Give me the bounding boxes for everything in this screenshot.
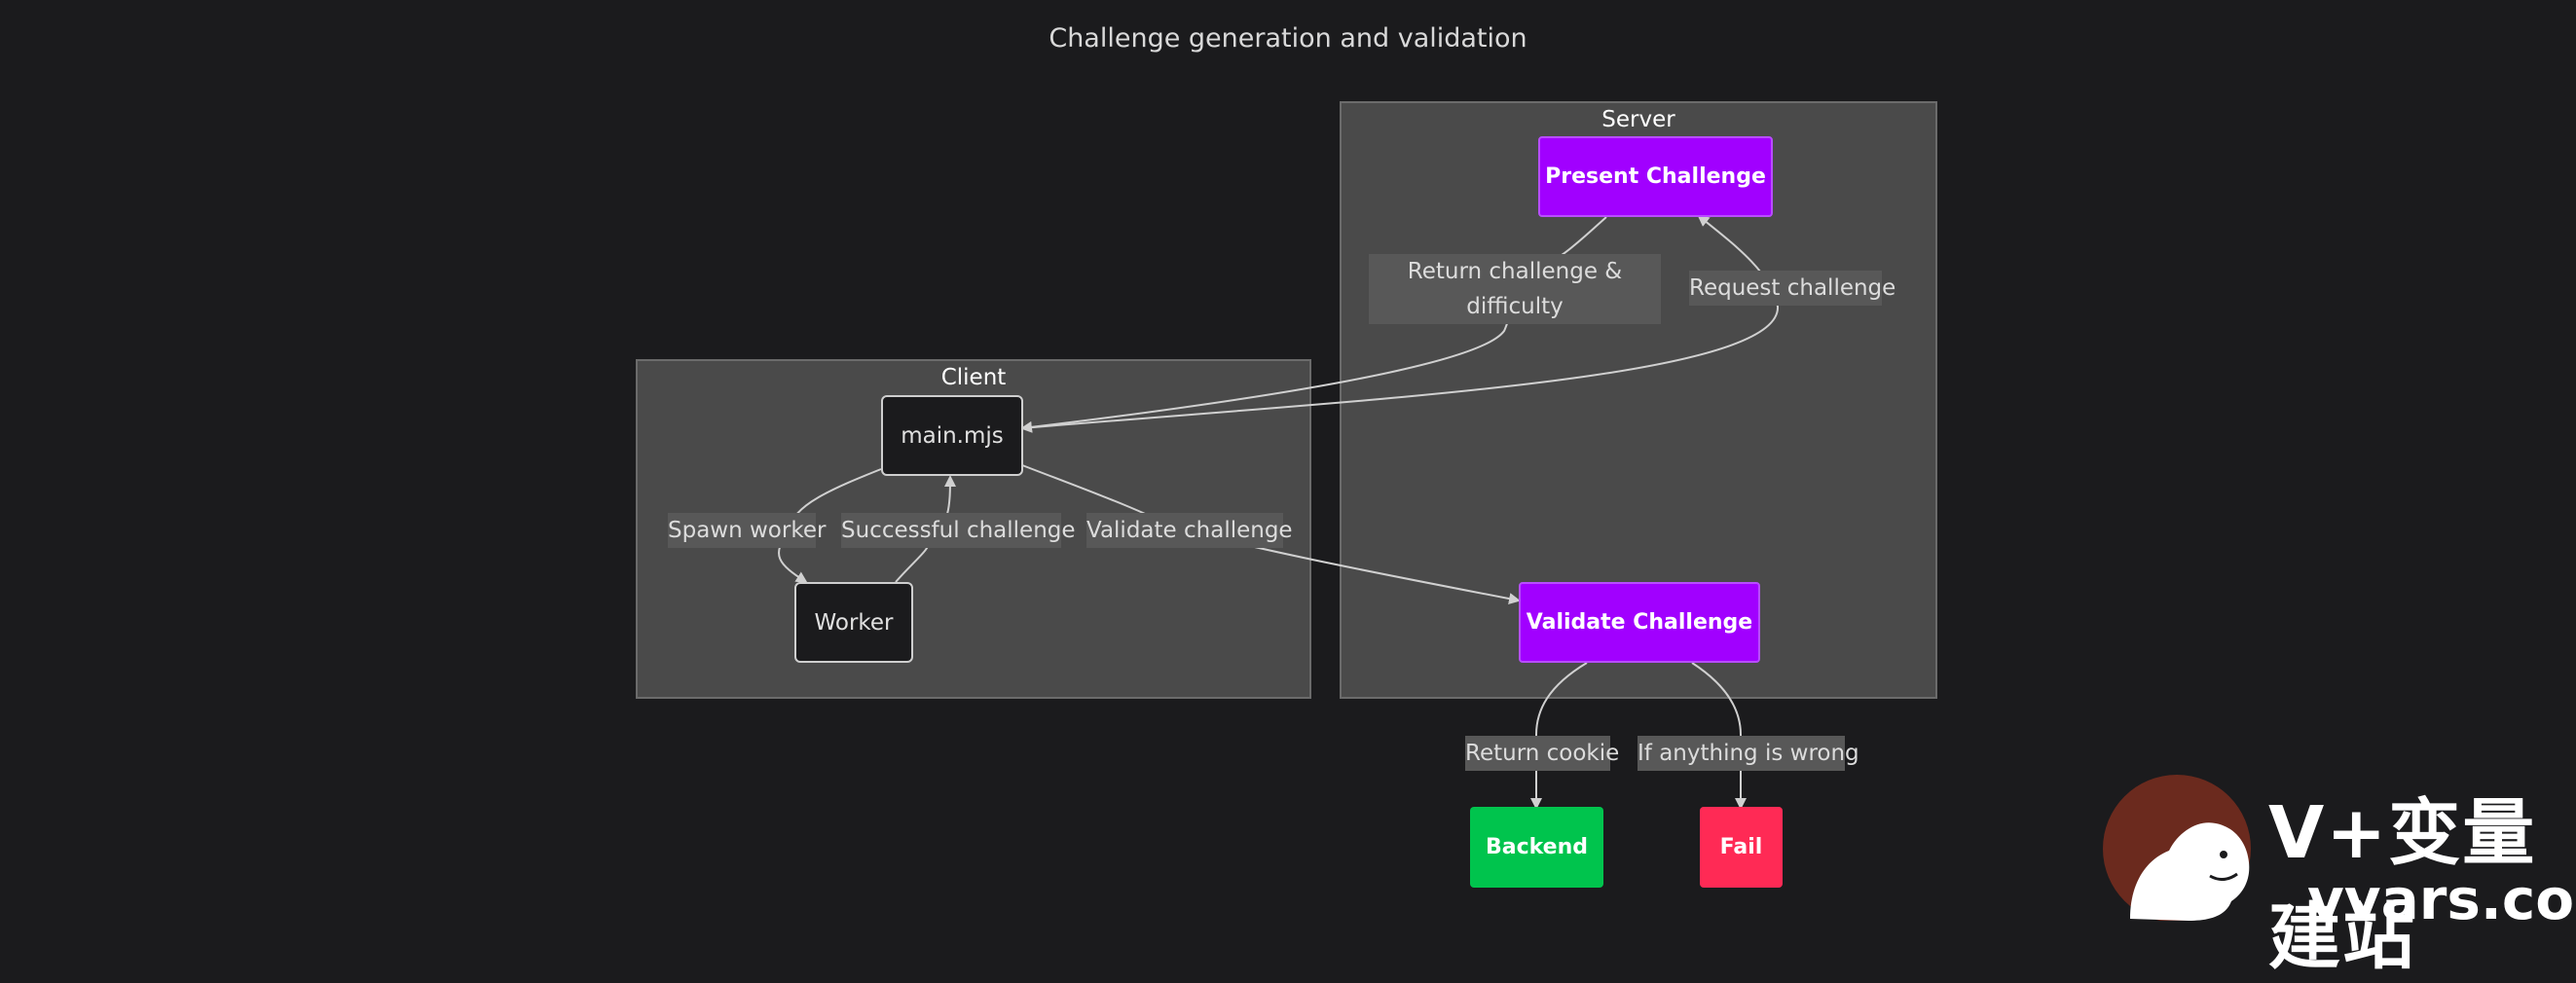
diagram-title: Challenge generation and validation <box>1049 23 1527 54</box>
server-cluster-label: Server <box>1601 107 1675 132</box>
backend-node[interactable]: Backend <box>1470 807 1603 888</box>
gorilla-logo-icon <box>2103 775 2251 921</box>
fail-node[interactable]: Fail <box>1700 807 1783 888</box>
edge-label-if-wrong: If anything is wrong <box>1638 736 1859 771</box>
edge-label-return-cookie: Return cookie <box>1465 736 1619 771</box>
diagram-canvas: Challenge generation and validation Serv… <box>636 23 2576 979</box>
edge-label-request-challenge: Request challenge <box>1689 271 1895 306</box>
watermark-url-text: vvars.com <box>2307 866 2576 932</box>
worker-node[interactable]: Worker <box>794 582 913 663</box>
client-cluster-label: Client <box>940 365 1007 390</box>
edge-label-validate-challenge: Validate challenge <box>1086 513 1293 548</box>
main-mjs-node[interactable]: main.mjs <box>881 395 1023 476</box>
edge-label-return-challenge: Return challenge & difficulty <box>1369 254 1661 324</box>
edge-label-successful-challenge: Successful challenge <box>841 513 1076 548</box>
present-challenge-node[interactable]: Present Challenge <box>1538 136 1773 217</box>
edge-label-spawn-worker: Spawn worker <box>668 513 826 548</box>
validate-challenge-node[interactable]: Validate Challenge <box>1519 582 1760 663</box>
